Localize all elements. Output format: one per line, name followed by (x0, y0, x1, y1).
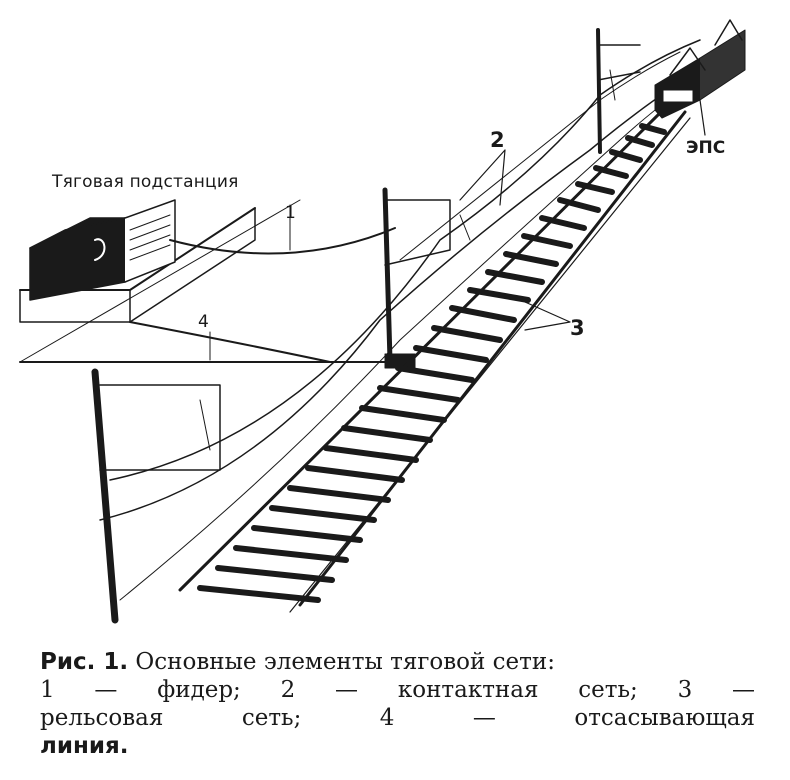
figure-caption: Рис. 1. Основные элементы тяговой сети: … (40, 648, 755, 760)
caption-head: Рис. 1. (40, 649, 129, 675)
caption-line-4: линия. (40, 733, 129, 759)
label2-pointer (459, 149, 506, 206)
rail-track (178, 106, 691, 613)
cantilever-middle (384, 199, 451, 266)
electric-train (654, 19, 746, 136)
pole-front (91, 368, 119, 624)
platform-edge-right (129, 207, 256, 323)
contact-network-number-label: 2 (490, 128, 505, 152)
pole-back (596, 28, 602, 154)
ballast-edge (289, 117, 691, 613)
return-line-number-label: 4 (198, 312, 209, 332)
rail-right (298, 110, 687, 607)
catenary-messenger (109, 39, 701, 481)
cantilever-back (597, 44, 641, 81)
rail-network-number-label: 3 (570, 316, 585, 340)
feeder-number-label: 1 (285, 203, 296, 223)
caption-line-1: Рис. 1. Основные элементы тяговой сети: (40, 648, 755, 676)
contact-wire (99, 69, 701, 521)
platform-edge (19, 289, 131, 323)
catenary-back (399, 51, 681, 261)
caption-line-3: рельсовая сеть; 4 — отсасывающая (40, 705, 755, 731)
return-line (129, 321, 401, 363)
substation-building (29, 199, 176, 301)
sleepers (197, 123, 667, 603)
pole-middle (382, 187, 393, 363)
label3-pointer (524, 301, 571, 331)
feeder-line (169, 227, 396, 255)
substation-label: Тяговая подстанция (52, 172, 239, 192)
eps-label: ЭПС (686, 138, 726, 158)
ground-back (19, 199, 301, 363)
contact-wire-2 (119, 74, 706, 601)
cantilever-front (99, 384, 221, 471)
caption-line-2: 1 — фидер; 2 — контактная сеть; 3 — (40, 677, 755, 703)
traction-network-diagram (19, 19, 746, 624)
droppers (199, 69, 616, 451)
caption-line-1-text: Основные элементы тяговой сети: (135, 649, 555, 675)
